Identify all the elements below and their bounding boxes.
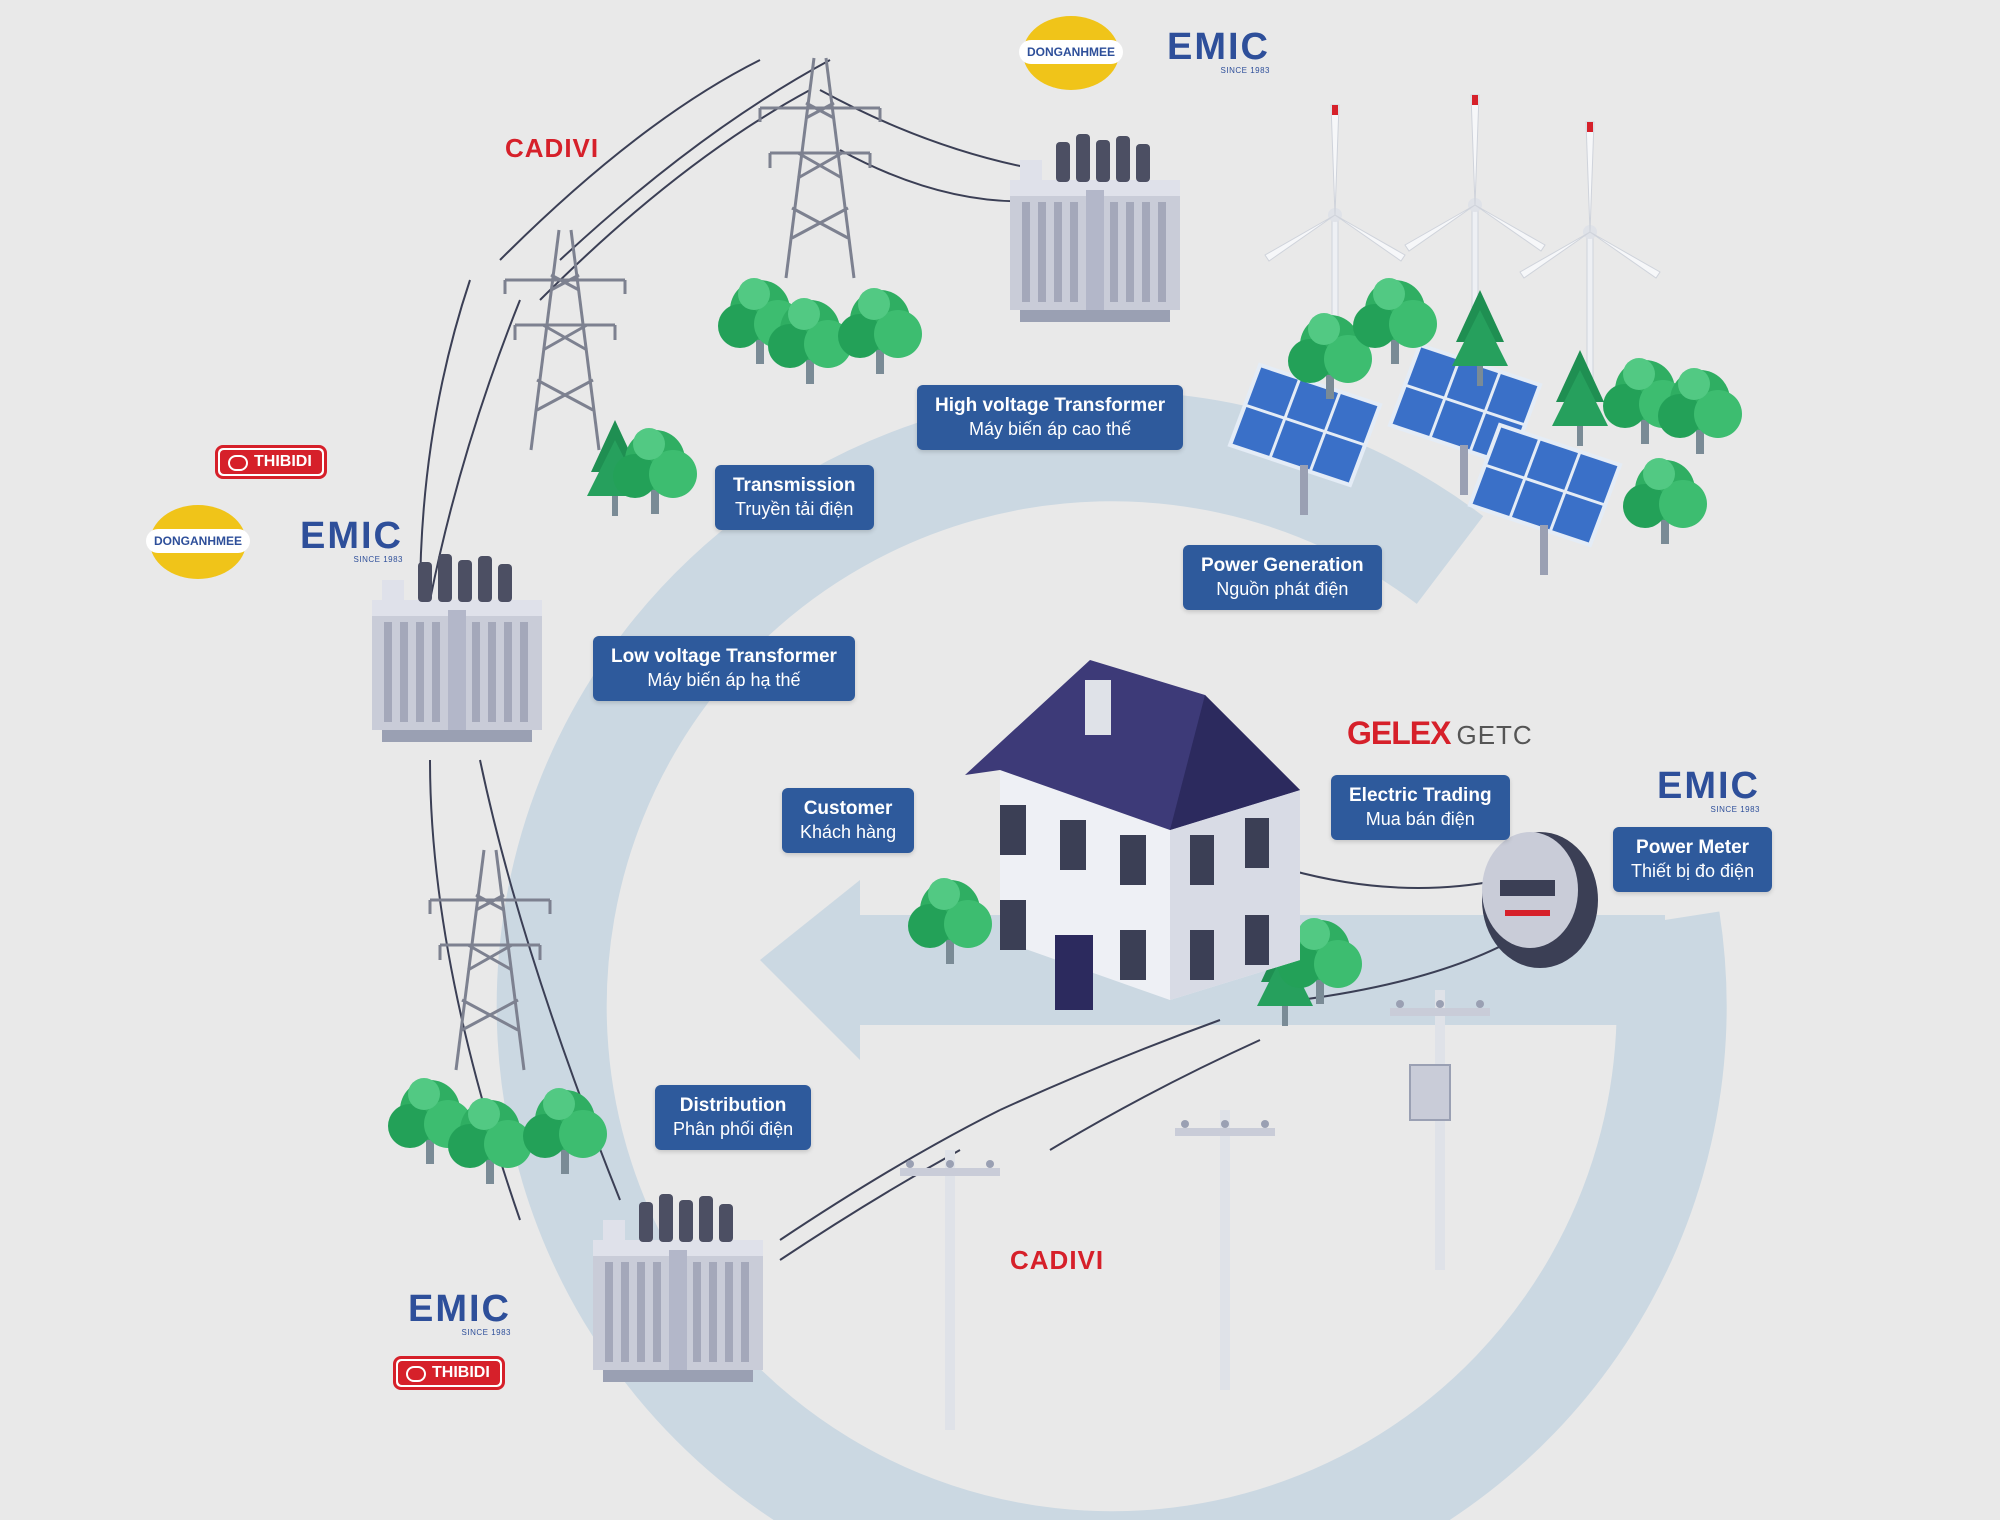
label-title: High voltage Transformer [935,395,1166,416]
label-low-voltage-transformer: Low voltage Transformer Máy biến áp hạ t… [593,636,855,701]
label-subtitle: Máy biến áp cao thế [969,419,1132,439]
label-subtitle: Thiết bị đo điện [1631,861,1755,881]
label-subtitle: Khách hàng [800,822,897,842]
gelex-logo-text: GELEX [1347,715,1451,751]
label-customer: Customer Khách hàng [782,788,915,853]
label-transmission: Transmission Truyền tải điện [715,465,874,530]
power-meter-icon [1482,832,1598,968]
emic-logo-since: SINCE 1983 [353,555,403,564]
cadivi-logo: CADIVI [1010,1245,1105,1275]
cadivi-logo: CADIVI [505,133,600,163]
tree-icon [613,428,697,514]
high-voltage-transformer-icon [1010,134,1180,322]
thibidi-logo-text: THIBIDI [220,450,322,474]
emic-logo: EMIC SINCE 1983 [1167,28,1270,75]
utility-pole-icon [1390,990,1490,1270]
tree-icon [1623,458,1707,544]
donganhmee-logo-text: DONGANHMEE [1019,40,1123,64]
house-icon [965,660,1300,1010]
label-subtitle: Mua bán điện [1365,809,1475,829]
tree-icon [838,288,922,374]
pine-tree-icon [1552,350,1608,446]
label-title: Electric Trading [1349,785,1492,806]
power-lines [419,59,1531,1261]
transmission-tower-icon [503,228,627,452]
getc-logo-text: GETC [1456,720,1533,750]
low-voltage-transformer-icon [372,554,542,742]
emic-logo: EMIC SINCE 1983 [408,1290,511,1337]
distribution-transformer-icon [593,1194,763,1382]
label-subtitle: Nguồn phát điện [1216,579,1349,599]
label-high-voltage-transformer: High voltage Transformer Máy biến áp cao… [917,385,1184,450]
label-title: Customer [803,798,893,819]
donganhmee-logo: DONGANHMEE [146,505,250,579]
label-subtitle: Máy biến áp hạ thế [647,670,801,690]
label-power-meter: Power Meter Thiết bị đo điện [1613,827,1773,892]
emic-logo-since: SINCE 1983 [1220,66,1270,75]
emic-logo: EMIC SINCE 1983 [300,517,403,564]
donganhmee-logo-text: DONGANHMEE [146,529,250,553]
label-distribution: Distribution Phân phối điện [655,1085,812,1150]
emic-logo-name: EMIC [1167,26,1270,68]
thibidi-logo: THIBIDI [393,1356,505,1390]
label-subtitle: Phân phối điện [673,1119,794,1139]
label-title: Low voltage Transformer [611,646,837,667]
label-power-generation: Power Generation Nguồn phát điện [1183,545,1382,610]
emic-logo-since: SINCE 1983 [461,1328,511,1337]
label-subtitle: Truyền tải điện [735,499,854,519]
donganhmee-logo: DONGANHMEE [1019,16,1123,90]
solar-panel-icon [1468,423,1622,577]
thibidi-logo: THIBIDI [215,445,327,479]
label-title: Distribution [679,1095,787,1116]
label-electric-trading: Electric Trading Mua bán điện [1331,775,1510,840]
junction-box-icon [1409,1064,1451,1121]
label-title: Transmission [733,475,856,496]
thibidi-logo-text: THIBIDI [398,1361,500,1385]
emic-logo-name: EMIC [300,515,403,557]
emic-logo: EMIC SINCE 1983 [1657,767,1760,814]
wind-turbine-icon [1519,121,1661,393]
emic-logo-name: EMIC [408,1288,511,1330]
utility-pole-icon [900,1150,1000,1430]
utility-pole-icon [1175,1110,1275,1390]
emic-logo-since: SINCE 1983 [1710,805,1760,814]
label-title: Power Generation [1201,555,1364,576]
label-title: Power Meter [1636,837,1750,858]
emic-logo-name: EMIC [1657,765,1760,807]
